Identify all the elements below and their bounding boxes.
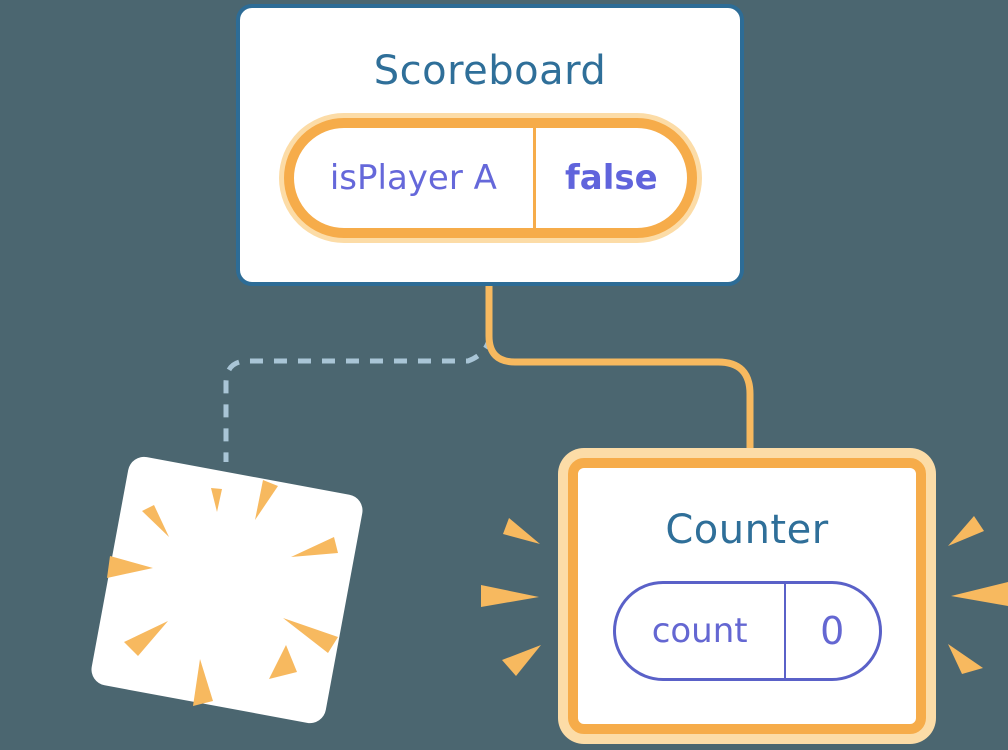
state-pill-divider (533, 128, 537, 228)
counter-title: Counter (665, 507, 829, 553)
destroyed-burst-icon (107, 480, 338, 706)
scoreboard-state-pill: isPlayer A false (278, 113, 702, 243)
removed-connection-dashed-line (223, 335, 493, 462)
state-pill-value: false (565, 158, 658, 198)
counter-pill-value: 0 (820, 609, 845, 653)
state-pill-label: isPlayer A (329, 158, 497, 198)
counter-pill-label: count (651, 611, 748, 651)
counter-burst-icon (481, 516, 1008, 676)
parent-child-connector-line (485, 286, 754, 452)
removed-component-card (91, 456, 363, 724)
scoreboard-component-card: Scoreboard isPlayer A false (236, 4, 744, 286)
counter-state-pill: count 0 (612, 581, 882, 681)
counter-component-card: Counter count 0 (558, 448, 936, 744)
counter-pill-divider (783, 584, 786, 678)
scoreboard-title: Scoreboard (373, 48, 607, 94)
